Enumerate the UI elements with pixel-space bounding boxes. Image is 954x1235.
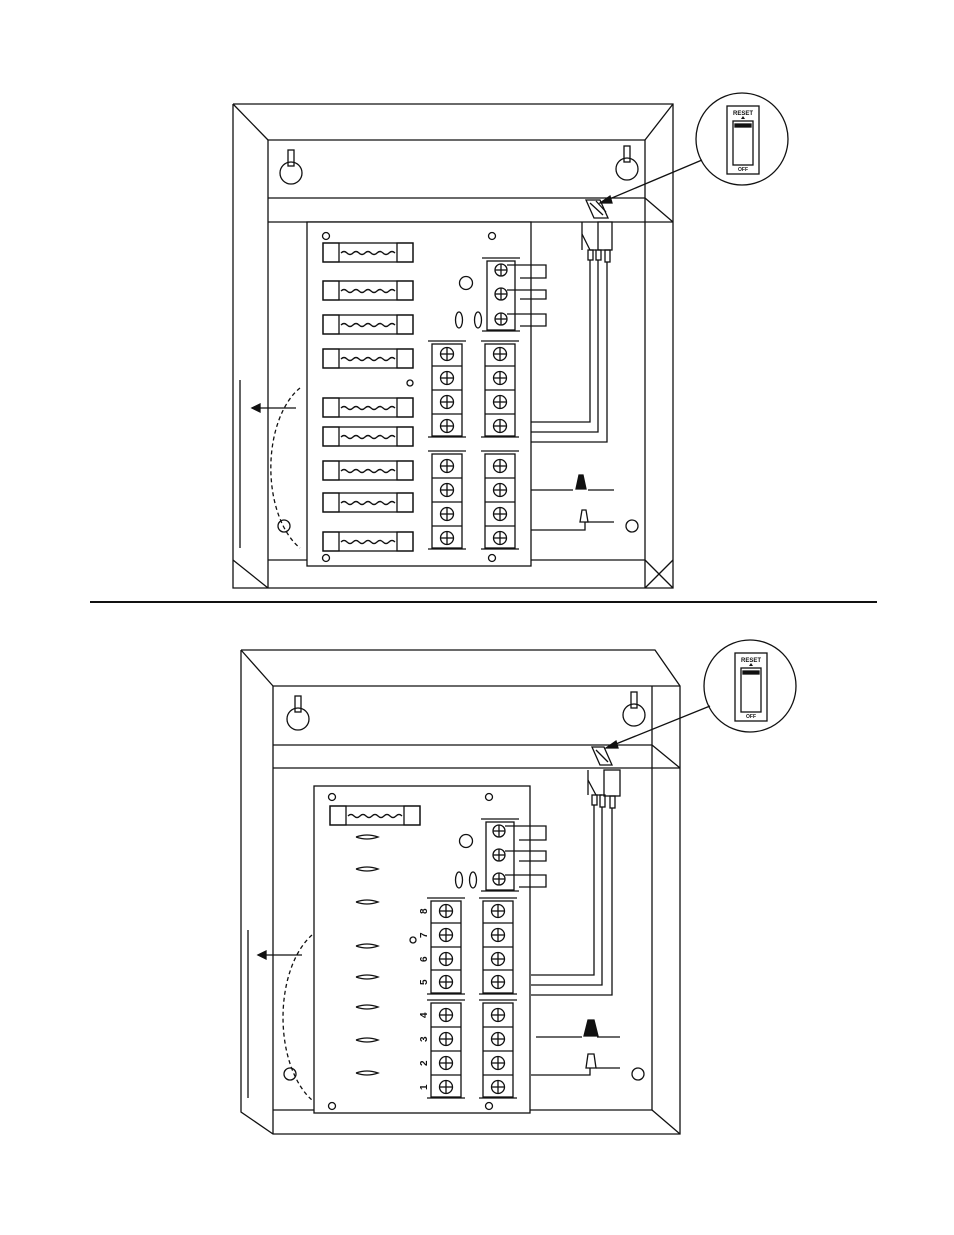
terminal-label-7: 7 [419, 932, 430, 938]
wire-nut [584, 1020, 598, 1068]
wire-nut [576, 475, 588, 522]
terminal-label-3: 3 [419, 1036, 430, 1042]
switch-reset-label: RESET [741, 658, 761, 664]
keyhole-mount-left [287, 696, 309, 730]
keyhole-mount-right [623, 692, 645, 726]
switch-wiring [531, 805, 620, 1075]
knockout-outline [283, 935, 312, 1100]
knockout-outline [271, 388, 300, 548]
terminal-label-6: 6 [419, 956, 430, 962]
terminal-label-1: 1 [419, 1084, 430, 1090]
terminal-label-8: 8 [419, 908, 430, 914]
mount-hole-left [278, 520, 290, 532]
switch-callout [606, 640, 796, 748]
switch-callout [600, 93, 788, 203]
terminal-label-5: 5 [419, 979, 430, 985]
terminal-label-4: 4 [419, 1012, 430, 1018]
keyhole-mount-left [280, 150, 302, 184]
terminal-label-2: 2 [419, 1060, 430, 1066]
mount-hole-right [626, 520, 638, 532]
enclosure-diagram-fused [233, 93, 788, 588]
power-switch [588, 747, 620, 808]
switch-reset-label: RESET [733, 111, 753, 117]
mount-hole-right [632, 1068, 644, 1080]
power-switch [582, 200, 612, 262]
switch-off-label: OFF [746, 714, 756, 720]
switch-off-label: OFF [738, 167, 748, 173]
switch-wiring [531, 260, 614, 530]
enclosure-diagram-unfused: 8 7 6 5 4 3 2 1 [241, 640, 796, 1134]
keyhole-mount-right [616, 146, 638, 180]
switch-reset-marks [741, 116, 753, 666]
exit-arrow [252, 404, 296, 412]
